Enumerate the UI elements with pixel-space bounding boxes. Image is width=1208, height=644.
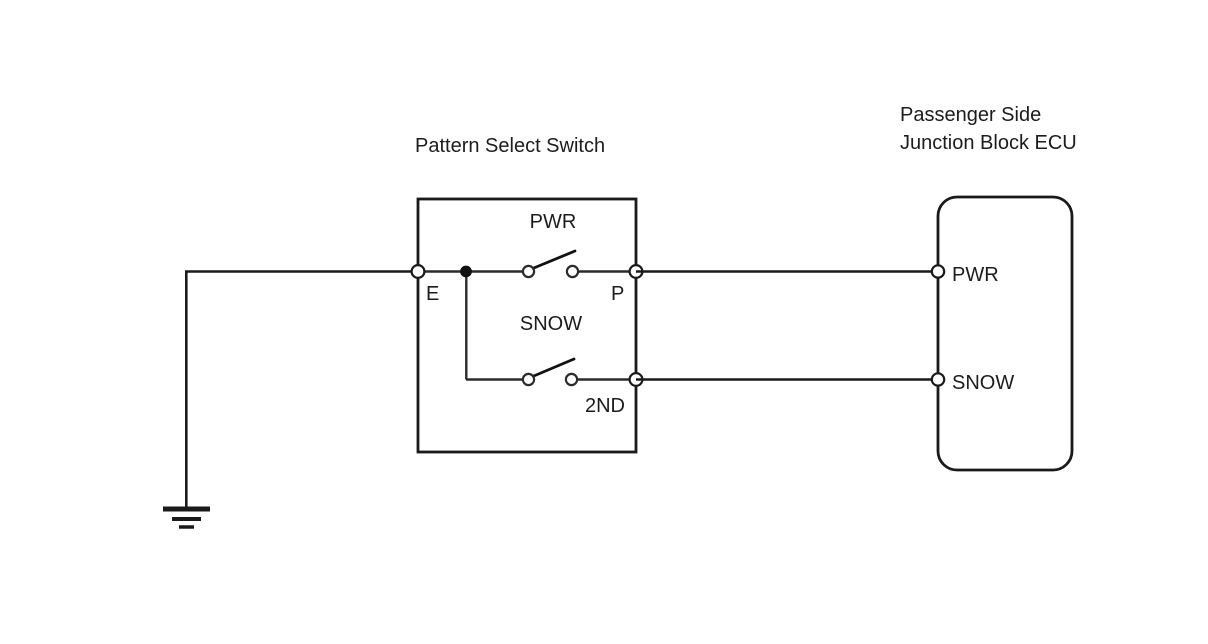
ground-symbol bbox=[163, 506, 210, 529]
snow-switch-right-contact bbox=[564, 372, 579, 387]
ecu-title-line1: Passenger Side bbox=[900, 104, 1041, 126]
ecu-pin-pwr-label: PWR bbox=[952, 264, 999, 286]
pwr-switch-left-contact bbox=[521, 264, 536, 279]
switch-terminal-p-label: P bbox=[611, 283, 624, 305]
switch-2nd-label: 2ND bbox=[585, 395, 625, 417]
spst-switch-pwr-icon[interactable] bbox=[521, 249, 580, 279]
spst-switch-snow-icon[interactable] bbox=[521, 357, 579, 387]
ecu-pin-pwr[interactable] bbox=[930, 264, 946, 279]
pattern-select-switch-box bbox=[416, 197, 638, 454]
ground-wire-group bbox=[185, 270, 418, 508]
ecu-pin-snow-label: SNOW bbox=[952, 372, 1014, 394]
switch-title: Pattern Select Switch bbox=[415, 135, 605, 157]
switch-snow-label: SNOW bbox=[520, 313, 582, 335]
pwr-switch-right-contact bbox=[565, 264, 580, 279]
switch-terminal-e[interactable] bbox=[410, 264, 426, 280]
junction-block-ecu-box bbox=[936, 195, 1074, 472]
snow-switch-left-contact bbox=[521, 372, 536, 387]
junction-dot-icon bbox=[460, 265, 472, 278]
switch-pwr-label: PWR bbox=[530, 211, 577, 233]
ecu-pin-snow[interactable] bbox=[930, 372, 946, 387]
switch-terminal-e-label: E bbox=[426, 283, 439, 305]
ecu-title-line2: Junction Block ECU bbox=[900, 132, 1077, 154]
